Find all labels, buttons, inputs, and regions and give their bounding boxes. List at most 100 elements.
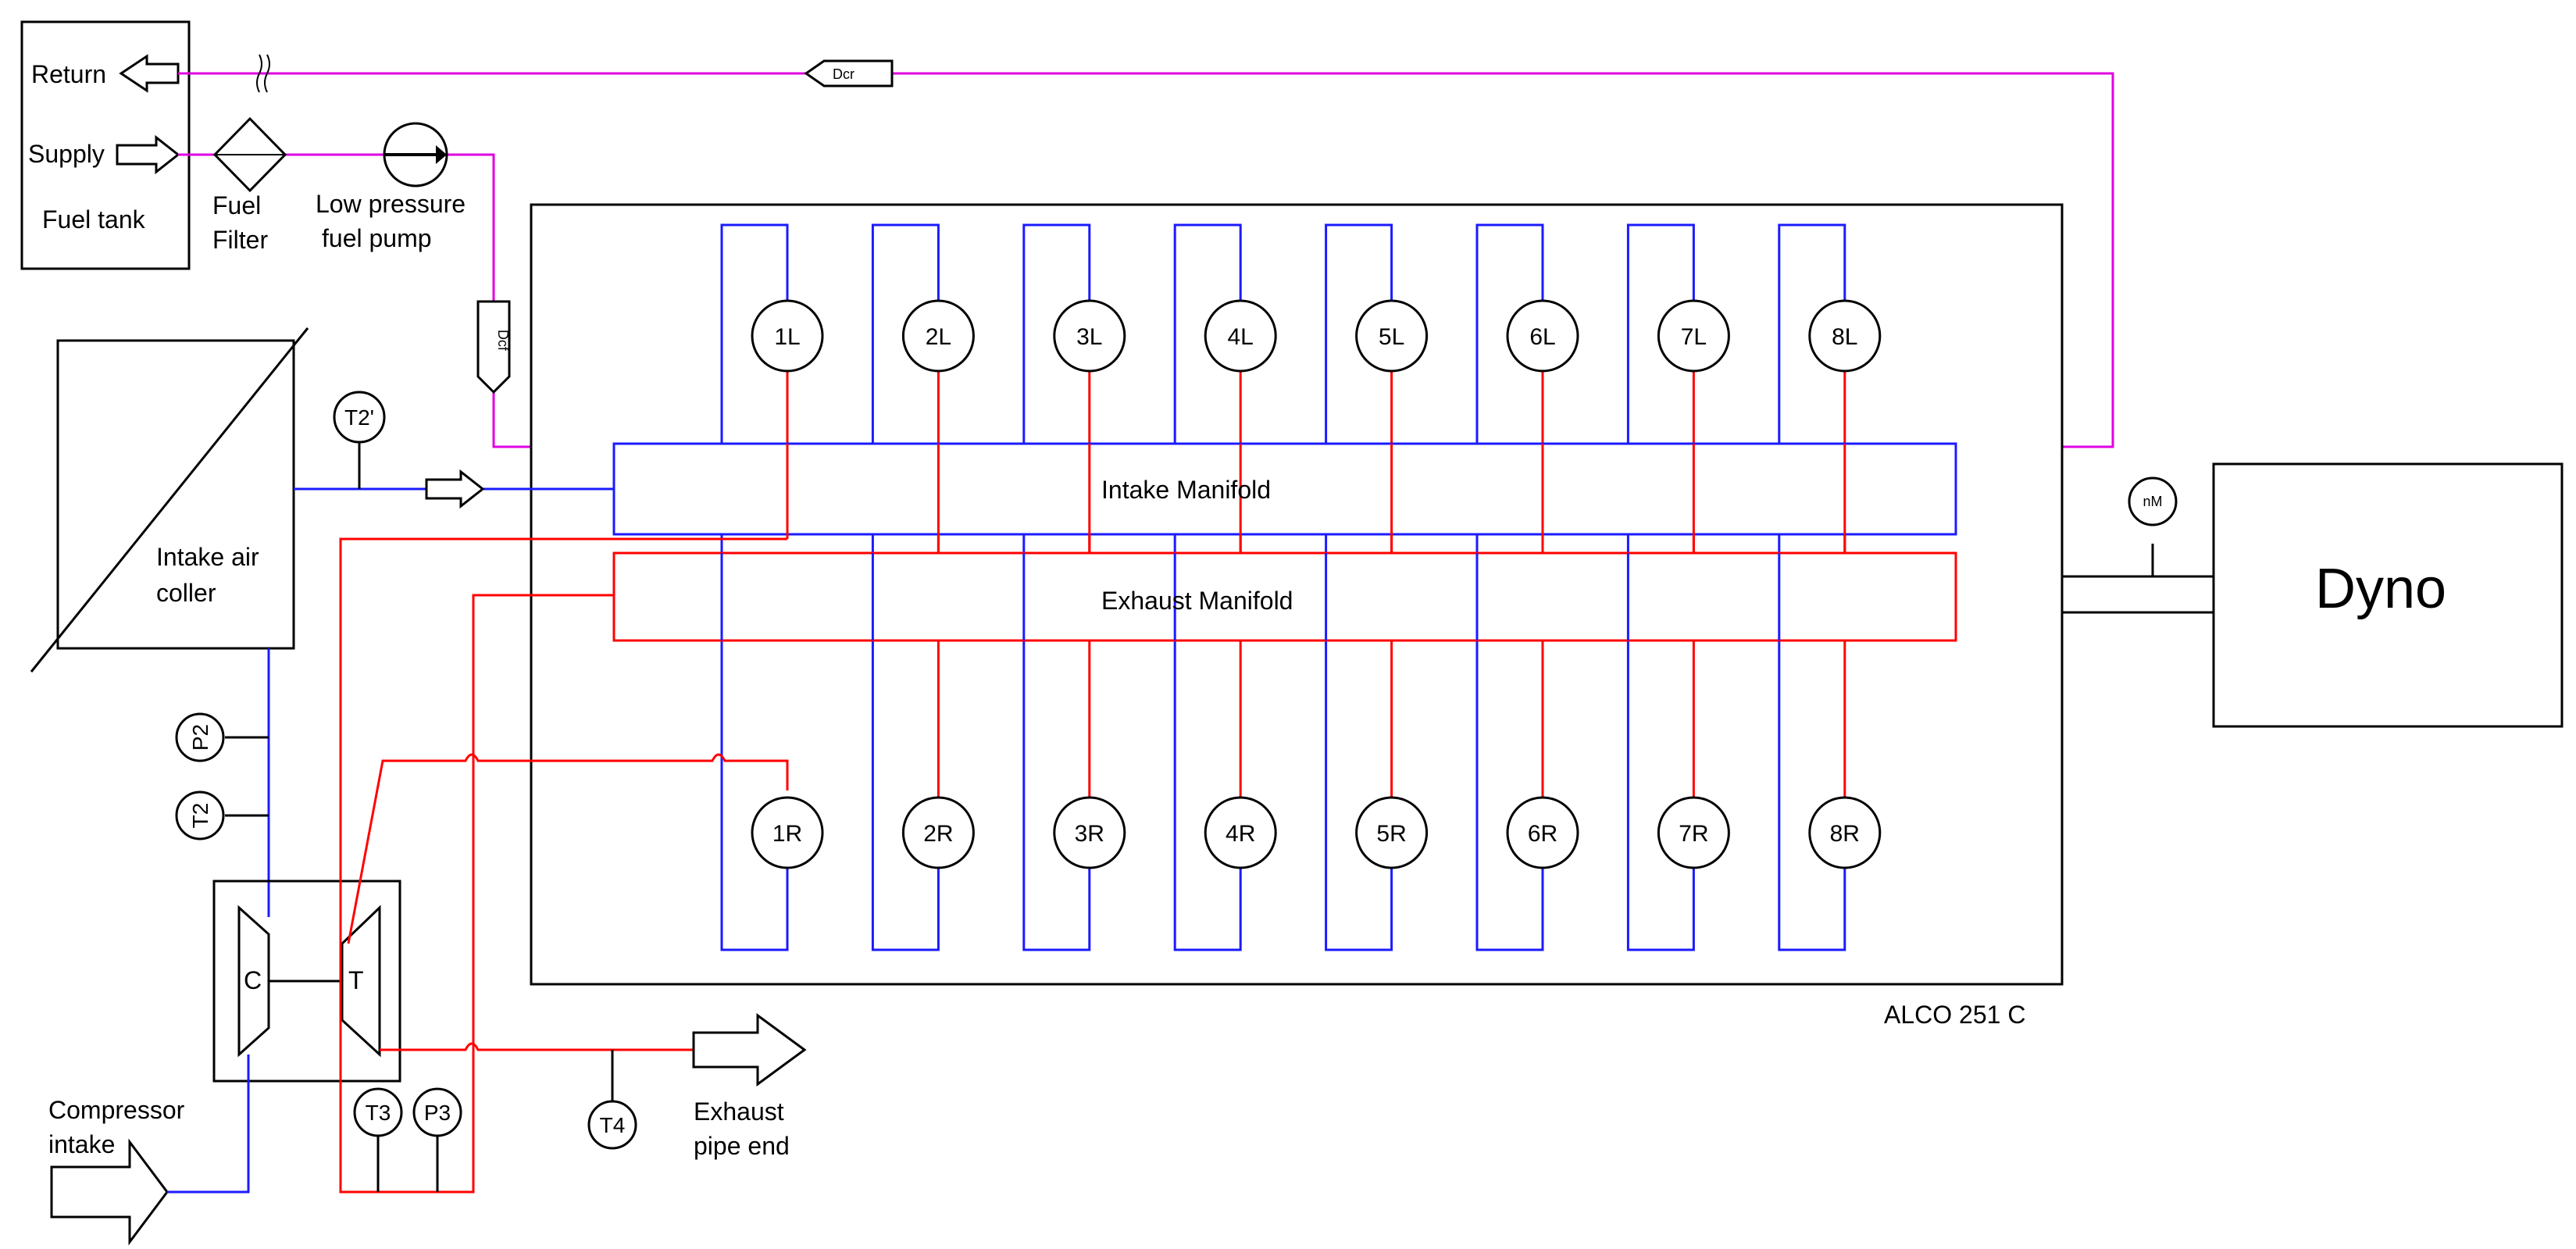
dyno-box — [2212, 462, 2564, 728]
intake-runner-left — [1173, 223, 1242, 444]
cylinder-circle — [901, 299, 975, 373]
cylinder-2r: 2R — [901, 796, 975, 869]
supply-label: Supply — [28, 140, 105, 168]
cylinder-label: 2R — [923, 821, 953, 847]
intake-runner-left — [1778, 223, 1846, 444]
cylinder-circle — [1506, 299, 1579, 373]
cylinder-label: 1R — [772, 821, 802, 847]
cylinder-4r: 4R — [1204, 796, 1277, 869]
intake-runner-left — [720, 223, 789, 444]
cylinder-5r: 5R — [1355, 796, 1429, 869]
fuel-filter-label-1: Fuel — [212, 191, 261, 219]
sensor-p3-label: P3 — [424, 1101, 451, 1125]
cylinder-circle — [751, 299, 824, 373]
cylinder-circle — [1808, 796, 1882, 869]
cooler-diagonal — [30, 327, 309, 673]
sensor-p2 — [175, 712, 225, 762]
cylinder-8l: 8L — [1808, 299, 1882, 373]
sensor-p2-label: P2 — [188, 724, 212, 751]
cylinder-label: 6L — [1529, 324, 1555, 350]
return-flow-meter-label: Dcr — [833, 66, 855, 82]
dyno-label: Dyno — [2315, 558, 2446, 620]
compressor-label: C — [244, 966, 262, 994]
drive-shaft — [2060, 575, 2215, 614]
fuel-pump-label-1: Low pressure — [316, 190, 466, 218]
cylinder-label: 7L — [1681, 324, 1707, 350]
supply-arrow-icon — [116, 134, 180, 175]
exhaust-crossover-line — [347, 753, 789, 944]
cylinder-label: 7R — [1679, 821, 1708, 847]
intake-runner-left — [871, 223, 940, 444]
runner-overlays — [720, 444, 1846, 641]
cylinder-label: 5L — [1379, 324, 1404, 350]
cylinder-label: 3R — [1075, 821, 1104, 847]
cylinder-label: 4R — [1226, 821, 1255, 847]
intake-runner-left — [1475, 223, 1544, 444]
cylinder-5l: 5L — [1355, 299, 1429, 373]
sensor-t2-prime — [333, 391, 386, 444]
cylinder-circle — [1808, 299, 1882, 373]
sensor-t4 — [587, 1100, 637, 1150]
sensor-t3-label: T3 — [366, 1101, 391, 1125]
cylinder-7l: 7L — [1657, 299, 1730, 373]
cylinder-3r: 3R — [1053, 796, 1126, 869]
cylinder-2l: 2L — [901, 299, 975, 373]
fuel-return-line-to-engine — [892, 72, 2114, 448]
cylinder-6r: 6R — [1506, 796, 1579, 869]
cylinder-label: 2L — [926, 324, 951, 350]
cylinder-7r: 7R — [1657, 796, 1730, 869]
turbine-outlet-line — [380, 1042, 694, 1051]
intake-manifold — [612, 442, 1957, 536]
exhaust-end-label-1: Exhaust — [694, 1097, 784, 1126]
turbine-label: T — [348, 966, 364, 994]
intake-runner-left — [1325, 223, 1393, 444]
sensor-t3 — [353, 1087, 403, 1137]
cylinder-circle — [1053, 299, 1126, 373]
fuel-filter-label-2: Filter — [212, 226, 268, 254]
dyno-group: nM Dyno — [2060, 462, 2564, 728]
intake-air-cooler: Intake air coller — [30, 327, 309, 673]
cylinder-1r: 1R — [751, 796, 824, 869]
charge-air-arrow-icon — [425, 469, 485, 509]
cylinder-label: 5R — [1376, 821, 1406, 847]
cylinder-6l: 6L — [1506, 299, 1579, 373]
return-label: Return — [31, 60, 106, 88]
cylinder-circle — [1657, 299, 1730, 373]
engine-block: ALCO 251 C Intake Manifold Exhaust Manif… — [530, 203, 2064, 1029]
cylinder-8r: 8R — [1808, 796, 1882, 869]
cylinder-3l: 3L — [1053, 299, 1126, 373]
cylinders: 1L 2L 3L 4L 5L 6L 7L 8L 1R 2R 3R 4R 5R 6R 7R 8R — [751, 299, 1882, 869]
return-arrow-icon — [119, 54, 180, 93]
cylinder-circle — [751, 796, 824, 869]
cylinder-1l: 1L — [751, 299, 824, 373]
cylinder-label: 8R — [1830, 821, 1860, 847]
torque-sensor-nm — [2128, 476, 2178, 526]
sensor-t2 — [175, 790, 225, 840]
torque-sensor-label: nM — [2143, 494, 2162, 509]
compressor-intake-line — [167, 1055, 250, 1194]
cylinder-label: 1L — [774, 324, 800, 350]
fuel-supply-line-b — [285, 153, 495, 302]
intake-manifold-label: Intake Manifold — [1101, 476, 1271, 504]
supply-flow-meter-label: Dcf — [495, 330, 511, 352]
cylinder-label: 4L — [1228, 324, 1254, 350]
exhaust-manifold — [612, 551, 1957, 642]
line-break-icon — [256, 54, 270, 93]
exhaust-pipe-end-arrow-icon — [692, 1013, 807, 1087]
cylinder-circle — [1204, 299, 1277, 373]
cylinder-circle — [1053, 796, 1126, 869]
sensor-t4-label: T4 — [600, 1113, 626, 1137]
fuel-system: Return Supply Fuel tank Dcr Fuel Filter … — [20, 20, 2114, 448]
compressor-wheel-icon — [237, 905, 270, 1058]
compressor-intake-label-1: Compressor — [48, 1096, 185, 1124]
fuel-tank-label: Fuel tank — [42, 205, 146, 234]
supply-flow-meter — [476, 300, 511, 394]
sensor-p3 — [412, 1087, 462, 1137]
cooler-label-2: coller — [156, 579, 216, 607]
turbine-wheel-icon — [341, 905, 381, 1058]
turbocharger: C T — [212, 880, 401, 1083]
fuel-supply-line-c — [492, 391, 531, 448]
sensor-t2-prime-label: T2' — [344, 405, 374, 430]
turbo-housing — [212, 880, 401, 1083]
